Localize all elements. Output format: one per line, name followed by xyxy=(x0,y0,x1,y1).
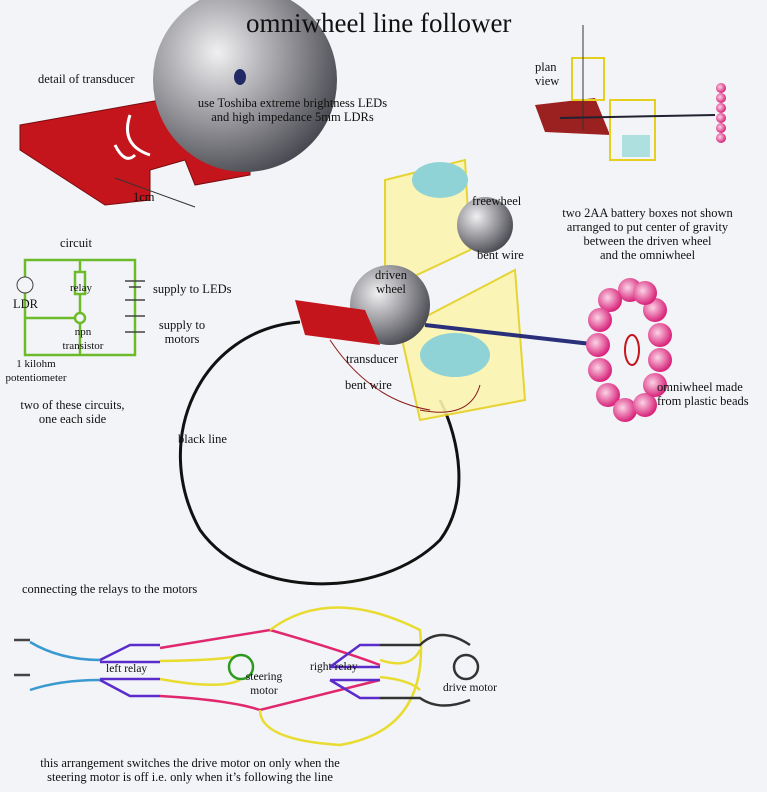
label-leds-line2: and high impedance 5mm LDRs xyxy=(211,110,374,124)
label-steering-motor: steering motor xyxy=(243,670,285,698)
label-npn-transistor: npn transistor xyxy=(58,325,108,353)
circuit-note-line1: two of these circuits, xyxy=(20,398,125,412)
label-bent-wire-bottom: bent wire xyxy=(345,378,392,392)
battery-line4: and the omniwheel xyxy=(599,248,696,262)
label-driven: driven xyxy=(375,268,407,282)
label-right-relay: right relay xyxy=(310,661,358,673)
circuit-note-line2: one each side xyxy=(38,412,107,426)
pot-line2: potentiometer xyxy=(5,372,67,384)
label-potentiometer: 1 kilohm potentiometer xyxy=(0,357,72,385)
black-line xyxy=(178,320,461,586)
label-view: view xyxy=(535,74,560,88)
omni-line1: omniwheel made xyxy=(657,380,743,394)
robot-drawing xyxy=(295,158,601,422)
label-bent-wire-top: bent wire xyxy=(477,248,524,262)
label-freewheel: freewheel xyxy=(472,194,522,208)
led-sphere xyxy=(153,0,337,172)
label-left-relay: left relay xyxy=(106,663,148,675)
plan-view xyxy=(535,25,726,161)
label-scale: 1cm xyxy=(133,190,155,204)
circuit-schematic xyxy=(16,258,145,357)
npn-line1: npn xyxy=(74,326,92,338)
label-transducer: transducer xyxy=(346,352,399,366)
label-ldr: LDR xyxy=(13,297,38,311)
battery-line3: between the driven wheel xyxy=(583,234,712,248)
page-title: omniwheel line follower xyxy=(246,8,512,38)
led-icon xyxy=(234,69,246,85)
wiring-note-line2: steering motor is off i.e. only when it’… xyxy=(47,770,333,784)
circuit-title: circuit xyxy=(60,236,92,250)
motors-line1: supply to xyxy=(158,318,206,332)
label-wheel: wheel xyxy=(376,282,406,296)
label-leds-line1: use Toshiba extreme brightness LEDs xyxy=(197,96,388,110)
relay-wiring xyxy=(14,606,480,747)
steer-line1: steering xyxy=(245,671,283,683)
wiring-note: this arrangement switches the drive moto… xyxy=(10,756,370,784)
label-plan: plan xyxy=(535,60,557,74)
label-drive-motor: drive motor xyxy=(443,682,497,694)
label-detail-of-transducer: detail of transducer xyxy=(38,72,135,86)
pot-line1: 1 kilohm xyxy=(16,358,56,370)
label-black-line: black line xyxy=(178,432,227,446)
label-relay: relay xyxy=(70,282,92,294)
omniwheel-beads xyxy=(586,278,672,422)
steer-line2: motor xyxy=(250,685,278,697)
transducer-detail xyxy=(19,0,337,208)
circuit-note: two of these circuits,one each side xyxy=(10,398,135,426)
label-supply-leds: supply to LEDs xyxy=(153,282,232,296)
battery-line1: two 2AA battery boxes not shown xyxy=(562,206,733,220)
wiring-title: connecting the relays to the motors xyxy=(22,582,198,596)
omni-line2: from plastic beads xyxy=(657,394,749,408)
npn-line2: transistor xyxy=(62,340,104,352)
battery-line2: arranged to put center of gravity xyxy=(566,220,729,234)
motors-line2: motors xyxy=(164,332,200,346)
wiring-note-line1: this arrangement switches the drive moto… xyxy=(40,756,340,770)
